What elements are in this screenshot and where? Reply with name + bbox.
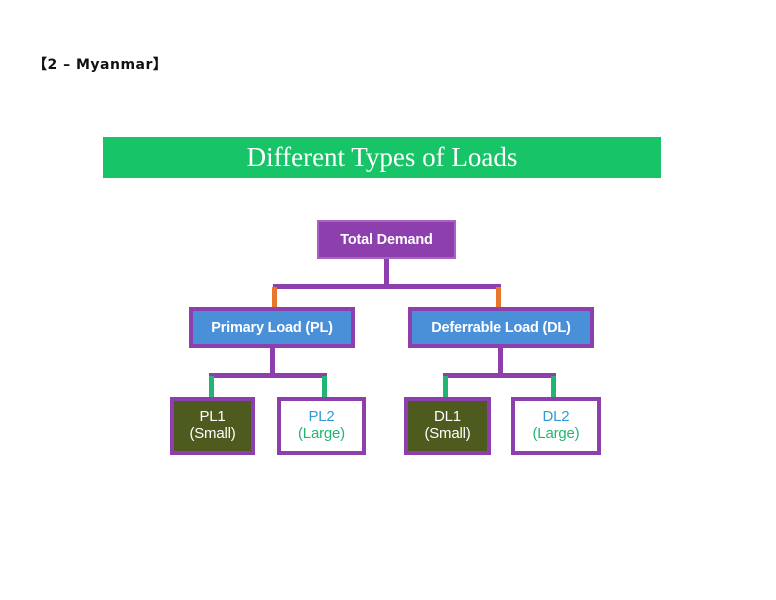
connector-deferrable-load-bus: [443, 373, 556, 378]
title-banner: Different Types of Loads: [103, 137, 661, 178]
node-total-demand-label: Total Demand: [340, 231, 433, 248]
connector-primary-load-stem: [270, 348, 275, 376]
node-pl1: PL1 (Small): [170, 397, 255, 455]
connector-drop-dl2: [551, 376, 556, 399]
node-pl2-label: PL2: [308, 408, 335, 426]
node-dl2-sublabel: (Large): [532, 425, 580, 442]
node-deferrable-load-label: Deferrable Load (DL): [431, 319, 571, 336]
connector-root-stem: [384, 259, 389, 288]
connector-top-bus: [273, 284, 501, 289]
node-pl1-sublabel: (Small): [189, 425, 236, 442]
node-dl1: DL1 (Small): [404, 397, 491, 455]
connector-drop-dl1: [443, 376, 448, 399]
page-title: Different Types of Loads: [246, 142, 518, 172]
node-pl2: PL2 (Large): [277, 397, 366, 455]
node-deferrable-load: Deferrable Load (DL): [408, 307, 594, 348]
connector-deferrable-load-stem: [498, 348, 503, 376]
node-dl1-sublabel: (Small): [424, 425, 471, 442]
connector-drop-pl1: [209, 376, 214, 399]
node-primary-load-label: Primary Load (PL): [211, 319, 333, 336]
node-dl2: DL2 (Large): [511, 397, 601, 455]
node-dl2-label: DL2: [542, 408, 570, 426]
node-total-demand: Total Demand: [317, 220, 456, 259]
node-pl1-label: PL1: [199, 408, 226, 426]
node-primary-load: Primary Load (PL): [189, 307, 355, 348]
connector-primary-load-bus: [209, 373, 327, 378]
connector-drop-pl2: [322, 376, 327, 399]
connector-drop-deferrable-load: [496, 287, 501, 309]
connector-drop-primary-load: [272, 287, 277, 309]
node-dl1-label: DL1: [434, 408, 461, 426]
node-pl2-sublabel: (Large): [298, 425, 345, 442]
slide-number-label: 【2 – Myanmar】: [33, 57, 168, 73]
